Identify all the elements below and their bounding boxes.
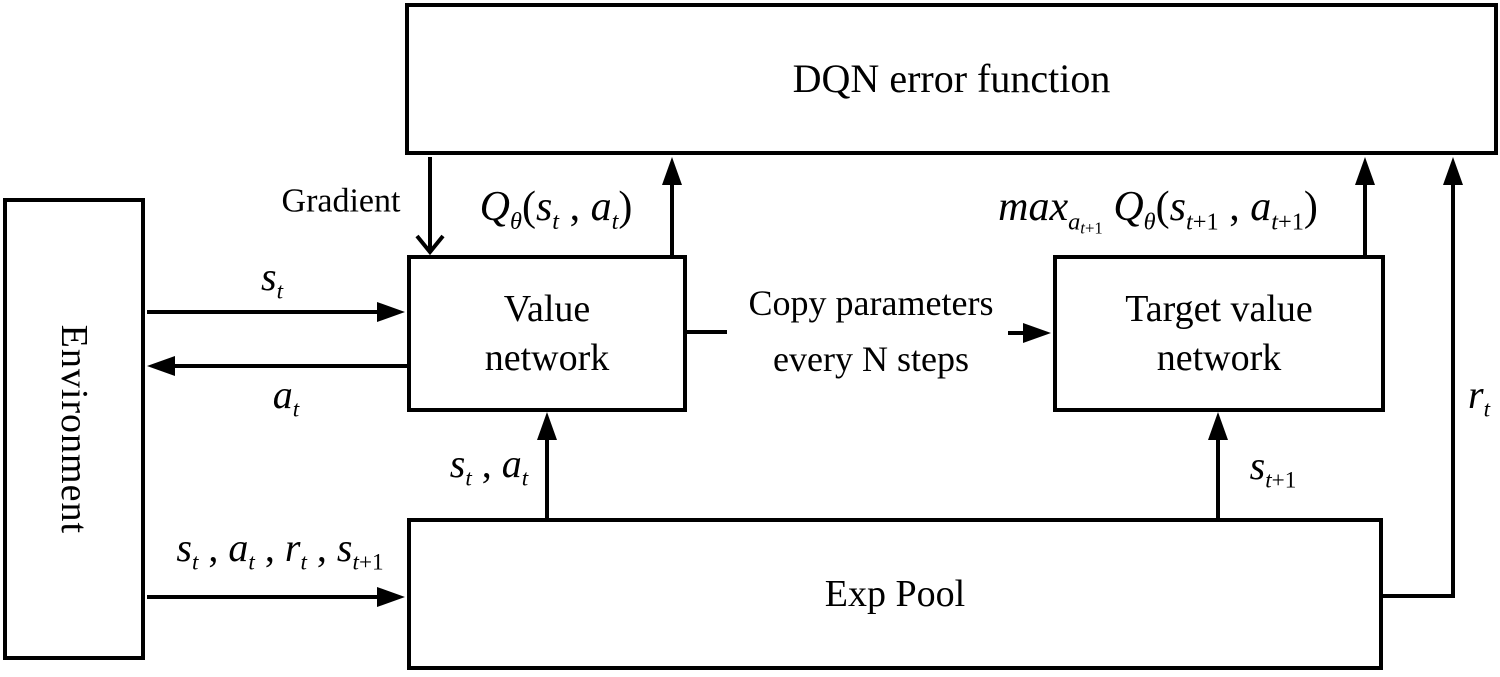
state-arrow bbox=[147, 302, 405, 322]
value-network-label-line1: Value bbox=[503, 287, 591, 330]
gradient-arrow bbox=[415, 157, 445, 256]
environment-node: Environment bbox=[3, 198, 145, 660]
value-network-label-line2: network bbox=[484, 336, 610, 379]
exp-pool-label: Exp Pool bbox=[824, 572, 966, 615]
action-edge-label: at bbox=[272, 371, 300, 423]
copy-parameters-line2: every N steps bbox=[773, 339, 969, 379]
gradient-edge-label: Gradient bbox=[281, 182, 401, 220]
sample-state-action-arrow bbox=[537, 412, 557, 518]
dqn-error-function-label: DQN error function bbox=[792, 56, 1111, 102]
next-state-edge-label: st+1 bbox=[1249, 442, 1297, 494]
dqn-error-function-node: DQN error function bbox=[405, 3, 1498, 155]
value-network-node: Value network bbox=[407, 255, 687, 412]
state-edge-label: st bbox=[260, 253, 284, 305]
target-value-network-node: Target value network bbox=[1053, 255, 1385, 412]
exp-pool-node: Exp Pool bbox=[407, 518, 1383, 670]
reward-arrow bbox=[1383, 157, 1463, 598]
transition-edge-label: st , at , rt , st+1 bbox=[176, 524, 384, 576]
environment-label: Environment bbox=[53, 324, 96, 534]
reward-edge-label: rt bbox=[1467, 371, 1491, 423]
copy-parameters-edge-label: Copy parameters every N steps bbox=[749, 276, 994, 388]
target-network-label-line1: Target value bbox=[1125, 287, 1313, 330]
q-value-edge-label: Qθ(st , at) bbox=[479, 183, 633, 236]
max-q-arrow bbox=[1355, 157, 1375, 255]
copy-parameters-line1: Copy parameters bbox=[748, 283, 994, 324]
sample-state-action-edge-label: st , at bbox=[449, 440, 529, 492]
next-state-arrow bbox=[1208, 412, 1228, 518]
copy-parameters-arrow bbox=[687, 323, 1051, 343]
transition-arrow bbox=[147, 587, 405, 607]
target-network-label-line2: network bbox=[1156, 336, 1282, 379]
q-value-arrow bbox=[662, 157, 682, 255]
max-q-edge-label: maxat+1 Qθ(st+1 , at+1) bbox=[998, 184, 1318, 238]
